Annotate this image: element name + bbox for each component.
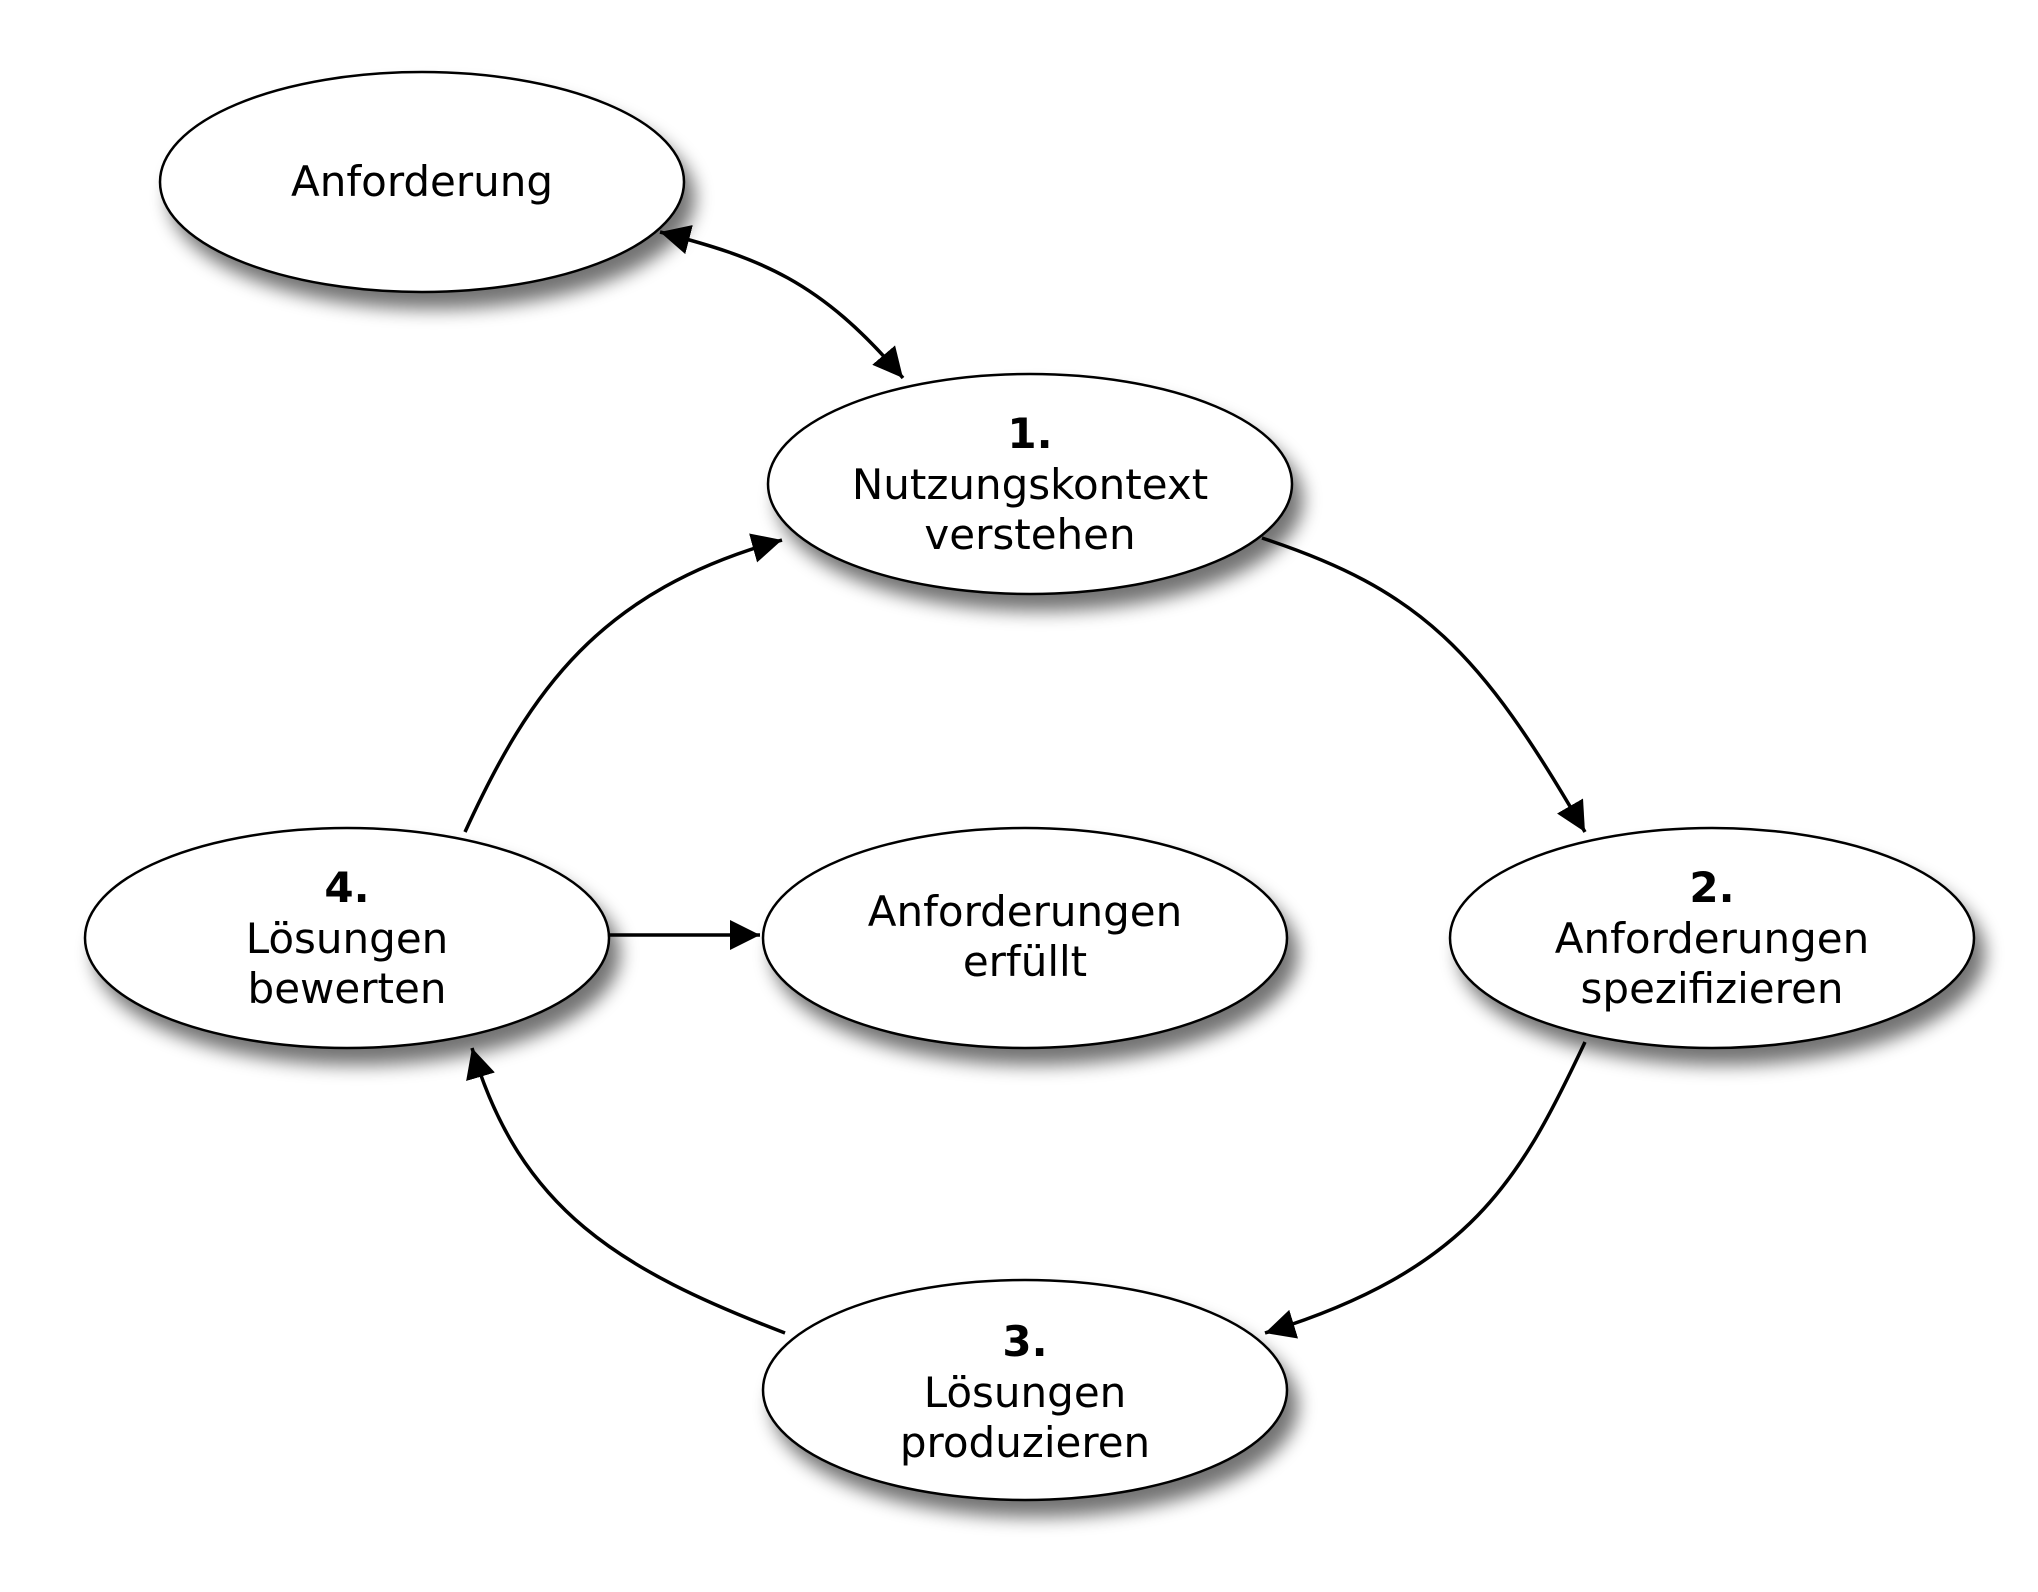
node-step-3-line-1: Lösungen xyxy=(924,1368,1127,1417)
node-step-3-shape xyxy=(761,1278,1289,1502)
node-step-2-line-2: spezifizieren xyxy=(1581,964,1844,1013)
edge-step2-step3 xyxy=(1264,1041,1587,1339)
node-anforderungen-erfuellt-shape xyxy=(761,826,1289,1050)
node-step-2-number: 2. xyxy=(1689,863,1734,912)
node-step-2: 2. Anforderungen spezifizieren xyxy=(1448,826,1976,1050)
node-step-2-shape xyxy=(1448,826,1976,1050)
node-step-1: 1. Nutzungskontext verstehen xyxy=(766,372,1294,596)
node-step-1-line-1: Nutzungskontext xyxy=(852,460,1208,509)
node-step-2-line-1: Anforderungen xyxy=(1555,914,1870,963)
node-step-4-number: 4. xyxy=(324,863,369,912)
node-anforderungen-erfuellt-line-2: erfüllt xyxy=(963,937,1087,986)
edge-anforderung-step1 xyxy=(659,225,905,380)
node-anforderung-shape xyxy=(158,70,686,294)
node-step-4-line-2: bewerten xyxy=(248,964,447,1013)
node-step-1-line-2: verstehen xyxy=(924,510,1135,559)
node-step-4-shape xyxy=(83,826,611,1050)
edge-step4-step1 xyxy=(463,533,783,833)
node-step-3-line-2: produzieren xyxy=(900,1418,1150,1467)
node-step-4: 4. Lösungen bewerten xyxy=(83,826,611,1050)
node-anforderung: Anforderung xyxy=(158,70,686,294)
node-anforderungen-erfuellt-line-1: Anforderungen xyxy=(868,887,1183,936)
node-anforderung-label: Anforderung xyxy=(291,157,553,206)
node-step-4-line-1: Lösungen xyxy=(246,914,449,963)
node-step-3: 3. Lösungen produzieren xyxy=(761,1278,1289,1502)
edges xyxy=(463,225,1587,1339)
edge-step3-step4 xyxy=(466,1047,786,1335)
edge-step1-step2 xyxy=(1261,536,1587,833)
node-step-1-shape xyxy=(766,372,1294,596)
node-step-3-number: 3. xyxy=(1002,1317,1047,1366)
node-step-1-number: 1. xyxy=(1007,409,1052,458)
node-anforderungen-erfuellt: Anforderungen erfüllt xyxy=(761,826,1289,1050)
